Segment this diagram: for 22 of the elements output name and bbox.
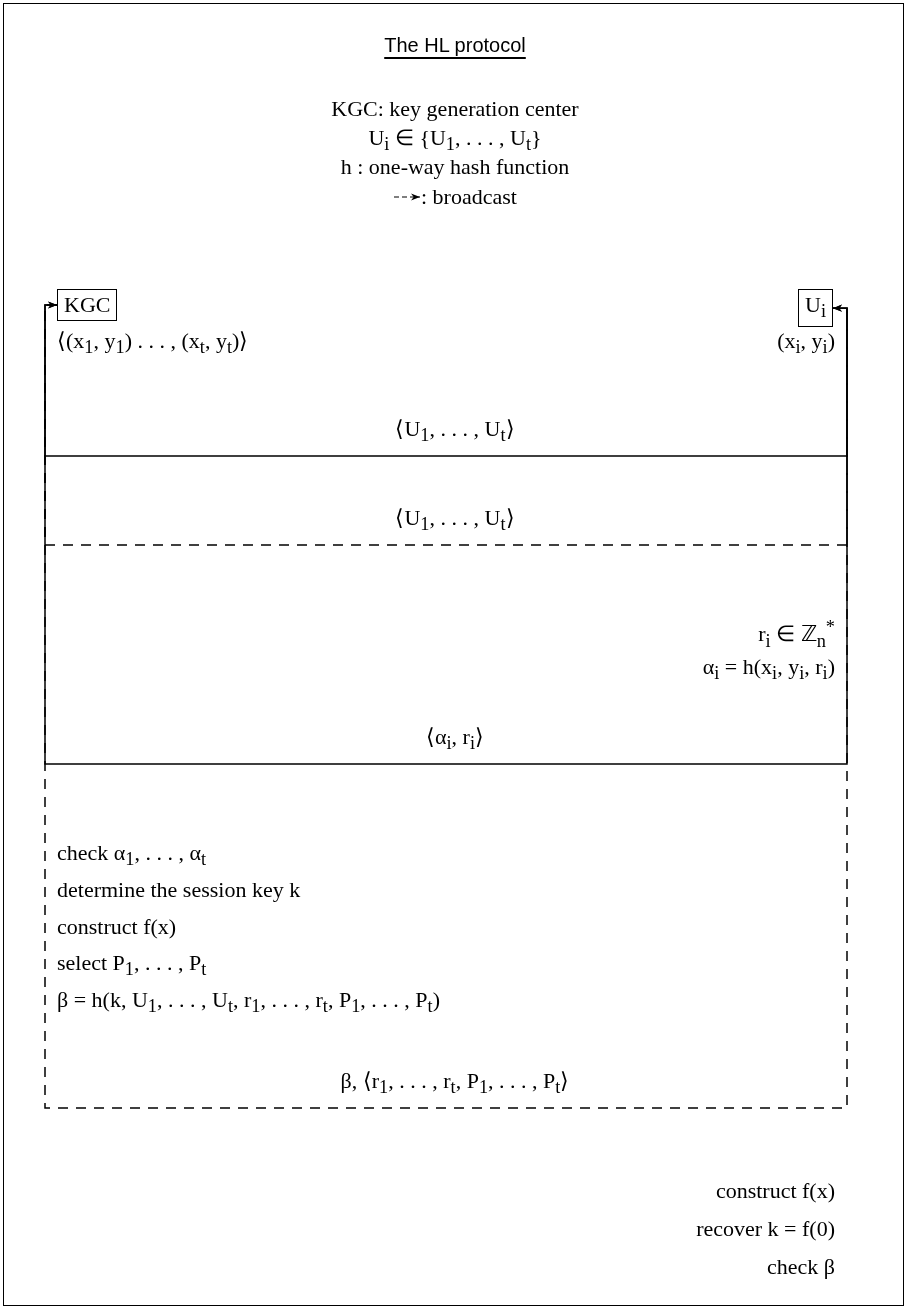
- legend-text: : broadcast: [421, 184, 517, 210]
- party-box: [798, 289, 833, 328]
- step-text: construct f(x): [715, 1178, 835, 1204]
- diagram-title: The HL protocol: [384, 33, 526, 58]
- legend-text: KGC: key generation center: [331, 96, 579, 122]
- math-expression: α$_{i}$ = h(x$_{i}$, y$_{i}$, r$_{i}$): [702, 654, 835, 686]
- math-expression: U$_{i}$ ∈ {U$_{1}$, . . . , U$_{t}$}: [368, 125, 542, 157]
- party-secret: ⟨(x$_{1}$, y$_{1}$) . . . , (x$_{t}$, y$_{t}$)⟩: [57, 328, 249, 360]
- step-text: select P$_{1}$, . . . , P$_{t}$: [57, 950, 207, 982]
- party-secret: (x$_{i}$, y$_{i}$): [777, 328, 835, 360]
- party-name: KGC: [64, 292, 111, 317]
- step-text: determine the session key k: [57, 877, 301, 903]
- step-text: recover k = f(0): [696, 1216, 835, 1242]
- party-box: [57, 289, 118, 321]
- broadcast-arrow: [44, 304, 848, 1109]
- step-text: construct f(x): [57, 914, 177, 940]
- step-text: check α$_{1}$, . . . , α$_{t}$: [57, 840, 207, 872]
- legend-text: h : one-way hash function: [340, 154, 570, 180]
- message-arrow: [44, 301, 848, 765]
- math-expression: β = h(k, U$_{1}$, . . . , U$_{t}$, r$_{1}$, . . . , r$_{t}$, P$_{1}$, . . . , P$_{t}$): [57, 987, 440, 1019]
- step-text: check β: [767, 1254, 835, 1280]
- party-name: U$_{i}$: [805, 292, 826, 317]
